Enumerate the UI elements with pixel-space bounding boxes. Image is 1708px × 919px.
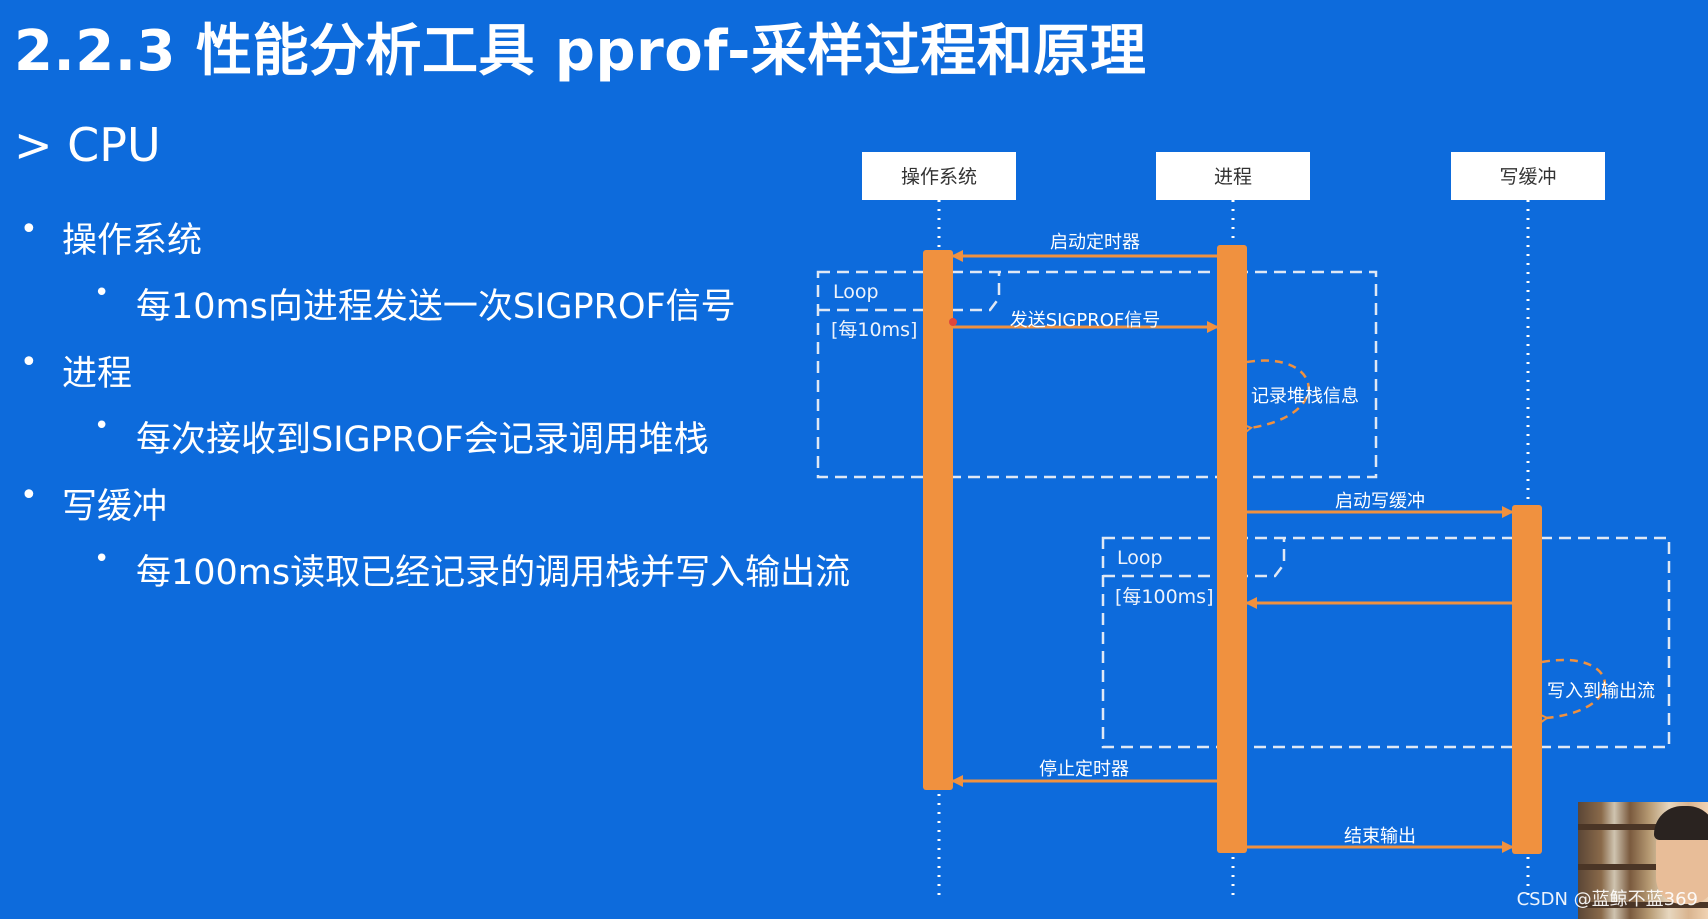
activation-process <box>1217 245 1247 853</box>
participant-os: 操作系统 <box>862 152 1016 200</box>
loop-guard: [每100ms] <box>1115 586 1214 608</box>
webcam-thumbnail <box>1578 802 1708 919</box>
participant-process-label: 进程 <box>1214 166 1252 188</box>
bullet-dot-icon: • <box>20 345 38 380</box>
bullet-dot-icon: • <box>20 212 38 247</box>
bullet-write-buffer-detail-text: 每100ms读取已经记录的调用栈并写入输出流 <box>136 553 851 593</box>
bullet-os-detail: • 每10ms向进程发送一次SIGPROF信号 <box>94 278 736 329</box>
loop-label: Loop <box>833 281 879 303</box>
message-write-to-output: 写入到输出流 <box>1536 658 1655 726</box>
bullet-write-buffer-label: 写缓冲 <box>62 487 168 527</box>
message-label: 记录堆栈信息 <box>1251 386 1359 407</box>
message-label: 写入到输出流 <box>1547 681 1655 702</box>
message-send-signal: 发送SIGPROF信号 <box>949 310 1219 333</box>
bullet-dot-icon: • <box>20 478 38 513</box>
bullet-dot-icon: • <box>94 544 110 574</box>
message-stop-timer: 停止定时器 <box>951 759 1217 787</box>
message-start-timer: 启动定时器 <box>951 232 1217 262</box>
bullet-write-buffer: • 写缓冲 <box>20 478 168 529</box>
bullet-process-detail: • 每次接收到SIGPROF会记录调用堆栈 <box>94 411 709 462</box>
message-label: 结束输出 <box>1344 826 1416 847</box>
slide-title: 2.2.3 性能分析工具 pprof-采样过程和原理 <box>14 19 1147 84</box>
activation-os <box>923 250 953 790</box>
bullet-dot-icon: • <box>94 411 110 441</box>
bullet-os-label: 操作系统 <box>62 221 203 261</box>
loop-guard: [每10ms] <box>831 319 917 341</box>
activation-write-buffer <box>1512 505 1542 854</box>
participant-write-buffer-label: 写缓冲 <box>1499 166 1556 188</box>
bullet-process: • 进程 <box>20 345 133 396</box>
bullet-write-buffer-detail: • 每100ms读取已经记录的调用栈并写入输出流 <box>94 544 851 595</box>
message-label: 停止定时器 <box>1039 759 1129 780</box>
message-label: 发送SIGPROF信号 <box>1010 310 1161 331</box>
bullet-process-label: 进程 <box>62 354 133 394</box>
message-label: 启动写缓冲 <box>1335 491 1425 512</box>
loop-frame-100ms: Loop [每100ms] <box>1101 536 1671 749</box>
message-start-write-buffer: 启动写缓冲 <box>1247 491 1514 518</box>
bullet-process-detail-text: 每次接收到SIGPROF会记录调用堆栈 <box>136 420 709 460</box>
message-record-stack: 记录堆栈信息 <box>1239 359 1359 437</box>
loop-frame-10ms: Loop [每10ms] <box>816 270 1378 479</box>
bullet-dot-icon: • <box>94 278 110 308</box>
message-label: 启动定时器 <box>1050 232 1140 253</box>
participant-write-buffer: 写缓冲 <box>1451 152 1605 200</box>
bullet-os-detail-text: 每10ms向进程发送一次SIGPROF信号 <box>136 287 736 327</box>
participant-os-label: 操作系统 <box>901 166 977 188</box>
watermark: CSDN @蓝鲸不蓝369 <box>1516 889 1698 910</box>
section-heading: > CPU <box>14 118 161 172</box>
participant-process: 进程 <box>1156 152 1310 200</box>
bullet-os: • 操作系统 <box>20 212 203 263</box>
message-end-output: 结束输出 <box>1247 826 1514 853</box>
loop-label: Loop <box>1117 547 1163 569</box>
